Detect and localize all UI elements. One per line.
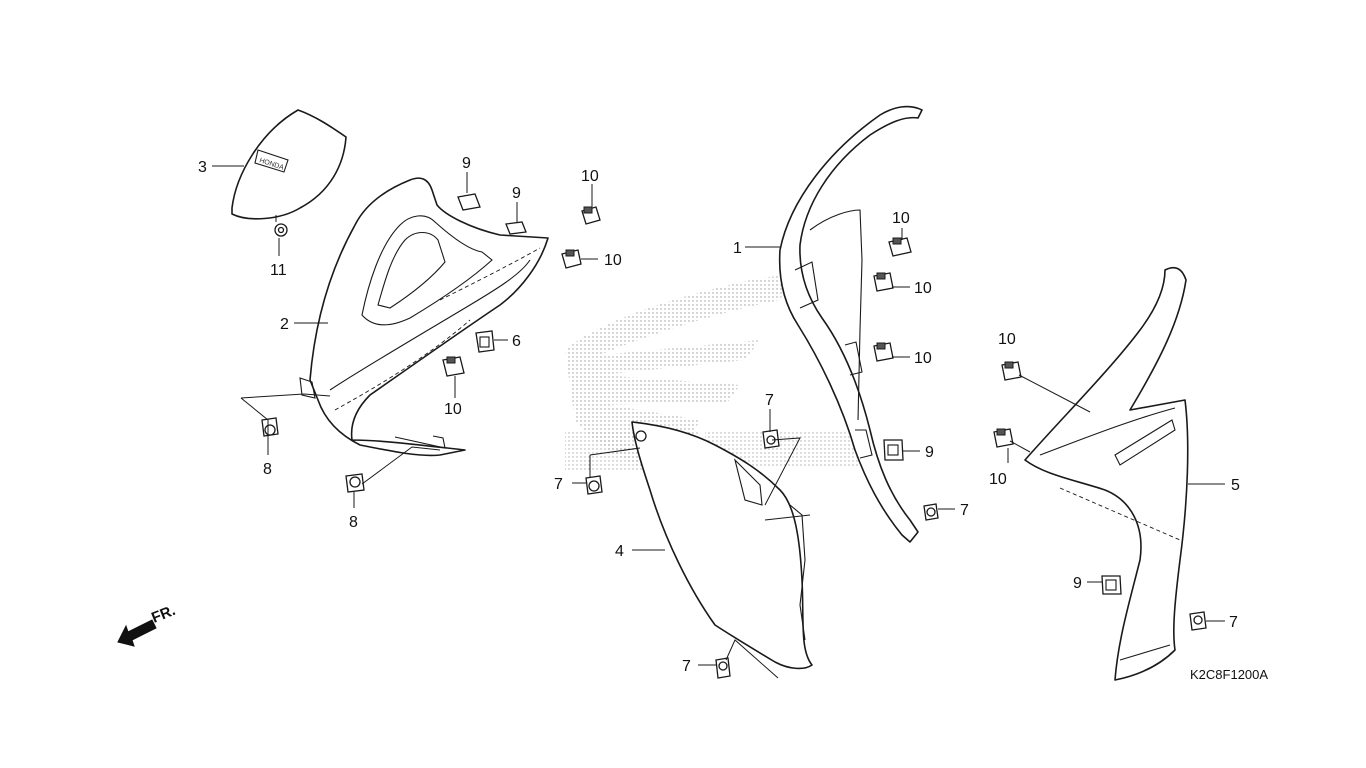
callout-8-b: 8 (349, 514, 358, 531)
callout-10-b: 10 (604, 252, 622, 269)
callout-9-d: 9 (1073, 575, 1082, 592)
screw-7-e (1189, 611, 1207, 631)
drawing-code: K2C8F1200A (1190, 667, 1268, 682)
front-arrow-icon (117, 619, 157, 647)
bolt-11 (274, 215, 288, 237)
side-cover-part (1024, 266, 1189, 681)
clip-10-g (1001, 361, 1022, 381)
callout-6: 6 (512, 333, 521, 350)
clip-10-e (873, 272, 894, 292)
callout-labels: 3 11 2 8 8 9 9 10 10 6 10 1 10 10 10 9 7… (198, 155, 1240, 675)
clip-9-a (457, 193, 481, 211)
clip-6 (475, 330, 495, 353)
callout-10-c: 10 (444, 401, 462, 418)
callout-10-d: 10 (892, 210, 910, 227)
clip-10-h (993, 428, 1014, 448)
windscreen-part: HONDA (231, 109, 347, 220)
front-cover-part (299, 177, 549, 457)
clip-10-b (561, 249, 582, 269)
callout-7-b: 7 (765, 392, 774, 409)
callout-7-a: 7 (960, 502, 969, 519)
clip-9-c (883, 439, 904, 461)
clip-10-a (581, 206, 601, 225)
callout-8-a: 8 (263, 461, 272, 478)
screw-8-b (345, 473, 365, 493)
leader-lines (212, 165, 1225, 679)
clip-10-d (888, 237, 912, 257)
clip-10-c (442, 356, 465, 377)
callout-9-a: 9 (462, 155, 471, 172)
callout-3: 3 (198, 159, 207, 176)
clip-10-f (873, 342, 894, 362)
callout-7-c: 7 (554, 476, 563, 493)
callout-1: 1 (733, 240, 742, 257)
screw-7-a (923, 503, 939, 521)
callout-4: 4 (615, 543, 624, 560)
watermark-wing-logo (565, 275, 860, 470)
callout-10-e: 10 (914, 280, 932, 297)
callout-2: 2 (280, 316, 289, 333)
callout-7-e: 7 (1229, 614, 1238, 631)
callout-11: 11 (270, 262, 287, 279)
callout-9-c: 9 (925, 444, 934, 461)
callout-10-f: 10 (914, 350, 932, 367)
callout-10-g: 10 (998, 331, 1016, 348)
screw-7-d (715, 657, 731, 679)
lower-cover-part (631, 421, 813, 670)
inner-rim-part (778, 105, 923, 543)
clip-9-b (505, 221, 527, 235)
screw-8-a (261, 417, 279, 437)
clip-9-d (1101, 575, 1122, 595)
callout-10-h: 10 (989, 471, 1007, 488)
callout-10-a: 10 (581, 168, 599, 185)
front-direction-indicator: FR. (117, 602, 178, 647)
screw-7-b (762, 429, 780, 449)
front-direction-label: FR. (149, 602, 178, 627)
callout-7-d: 7 (682, 658, 691, 675)
screw-7-c (585, 475, 603, 495)
callout-9-b: 9 (512, 185, 521, 202)
callout-5: 5 (1231, 477, 1240, 494)
